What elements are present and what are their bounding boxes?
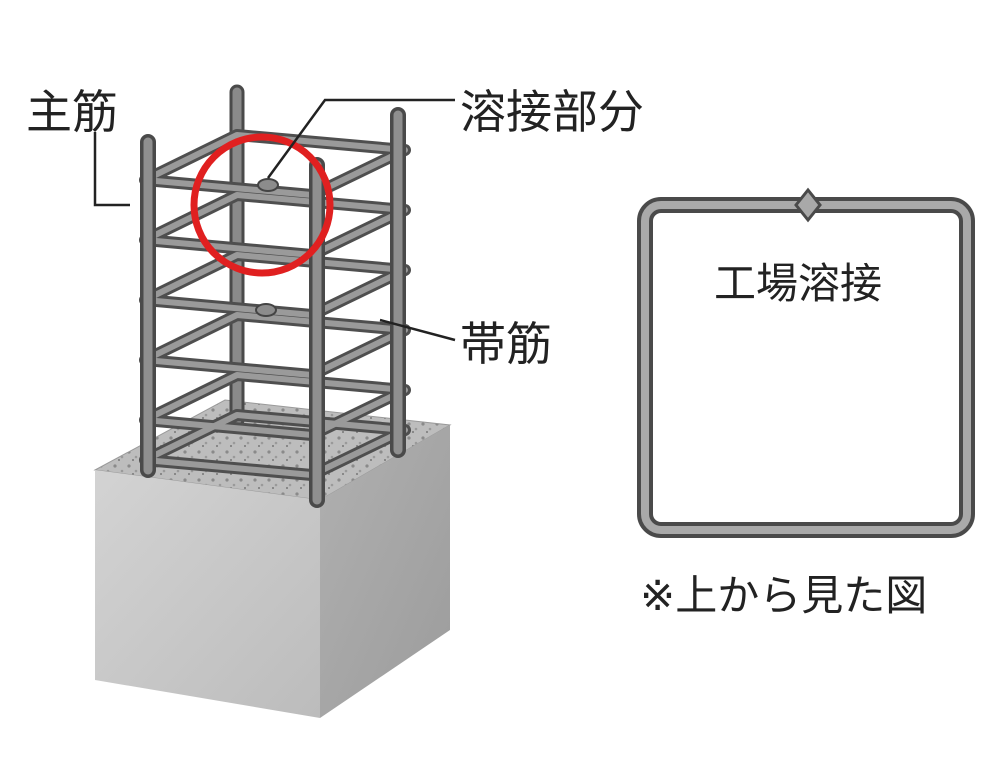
- weld-highlight-circle: [190, 133, 334, 277]
- hoop-label: 帯筋: [460, 317, 552, 371]
- hoop-leader: [379, 318, 456, 342]
- footing-front-face: [95, 470, 320, 718]
- weld-points: [255, 178, 279, 317]
- hoop-top-view: [637, 187, 975, 538]
- leader-lines: [93, 98, 456, 342]
- weld-part-leader: [266, 98, 455, 179]
- main-rebar-label: 主筋: [26, 85, 118, 139]
- weld-part-label: 溶接部分: [460, 85, 644, 139]
- factory-weld-bump: [794, 187, 822, 223]
- factory-weld-label: 工場溶接: [714, 259, 883, 308]
- main-rebars-front: [140, 107, 406, 508]
- footing-side-face: [320, 425, 450, 718]
- main-rebar-leader: [93, 132, 130, 207]
- top-view-note: ※上から見た図: [640, 571, 928, 620]
